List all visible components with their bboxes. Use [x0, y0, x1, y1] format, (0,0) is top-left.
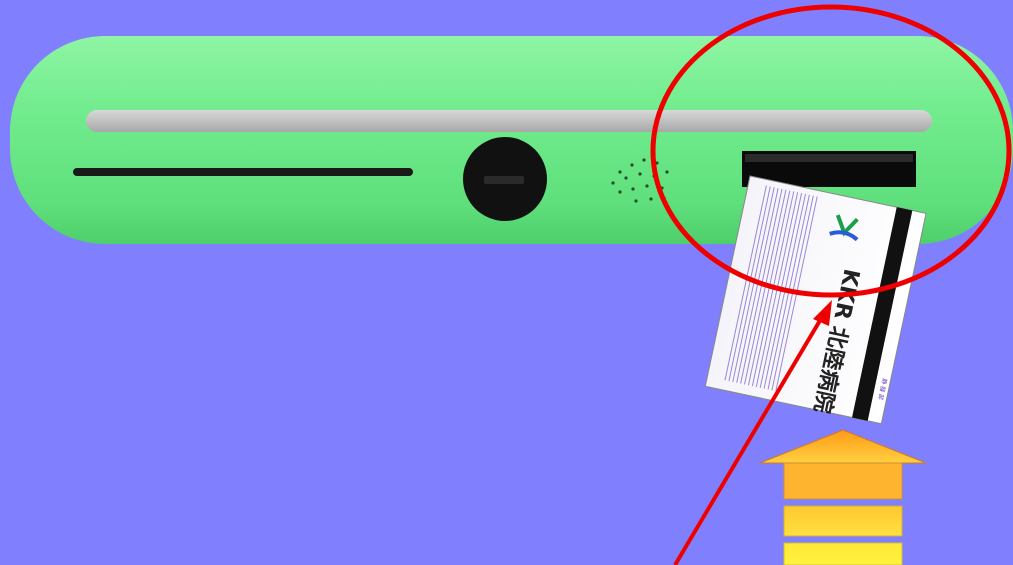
- reader-slot-left: [73, 168, 413, 176]
- round-button-icon[interactable]: [463, 137, 547, 221]
- reader-light-strip: [86, 110, 932, 132]
- up-arrow-icon: [760, 430, 926, 565]
